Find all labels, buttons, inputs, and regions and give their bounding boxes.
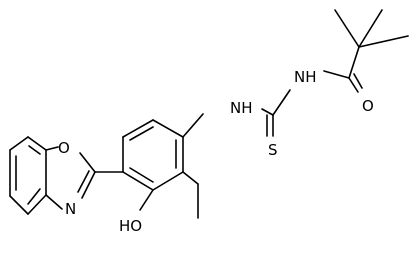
atom-label-sulfur: S: [268, 141, 278, 159]
bond-thiocarbon-to-nh: [272, 89, 291, 116]
atom-label-ring-nitrogen: N: [65, 200, 76, 218]
carbonyl-bond-a: [348, 77, 359, 93]
phenol-ring: [122, 119, 184, 191]
bond-carbonyl-to-tbutyl: [348, 46, 360, 79]
oxazole-ring: [45, 146, 96, 210]
tert-butyl-group: [334, 9, 409, 48]
atom-label-carbonyl-oxygen: O: [362, 97, 374, 115]
bond-nh-to-thiocarbon: [261, 108, 274, 116]
atom-label-nh-right: NH: [294, 68, 317, 86]
benzene-ring-benzoxazole: [9, 136, 47, 215]
carbonyl-bond-b: [353, 73, 363, 89]
bond-ring-to-nh: [182, 113, 204, 138]
bond-to-hydroxyl: [139, 189, 154, 211]
atom-label-hydroxyl: HO: [119, 217, 142, 235]
bond-nh-to-carbonyl: [323, 70, 350, 79]
atom-label-ring-oxygen: O: [58, 139, 70, 157]
bond-to-methyl-start: [182, 171, 199, 185]
atom-label-nh-left: NH: [230, 99, 253, 117]
